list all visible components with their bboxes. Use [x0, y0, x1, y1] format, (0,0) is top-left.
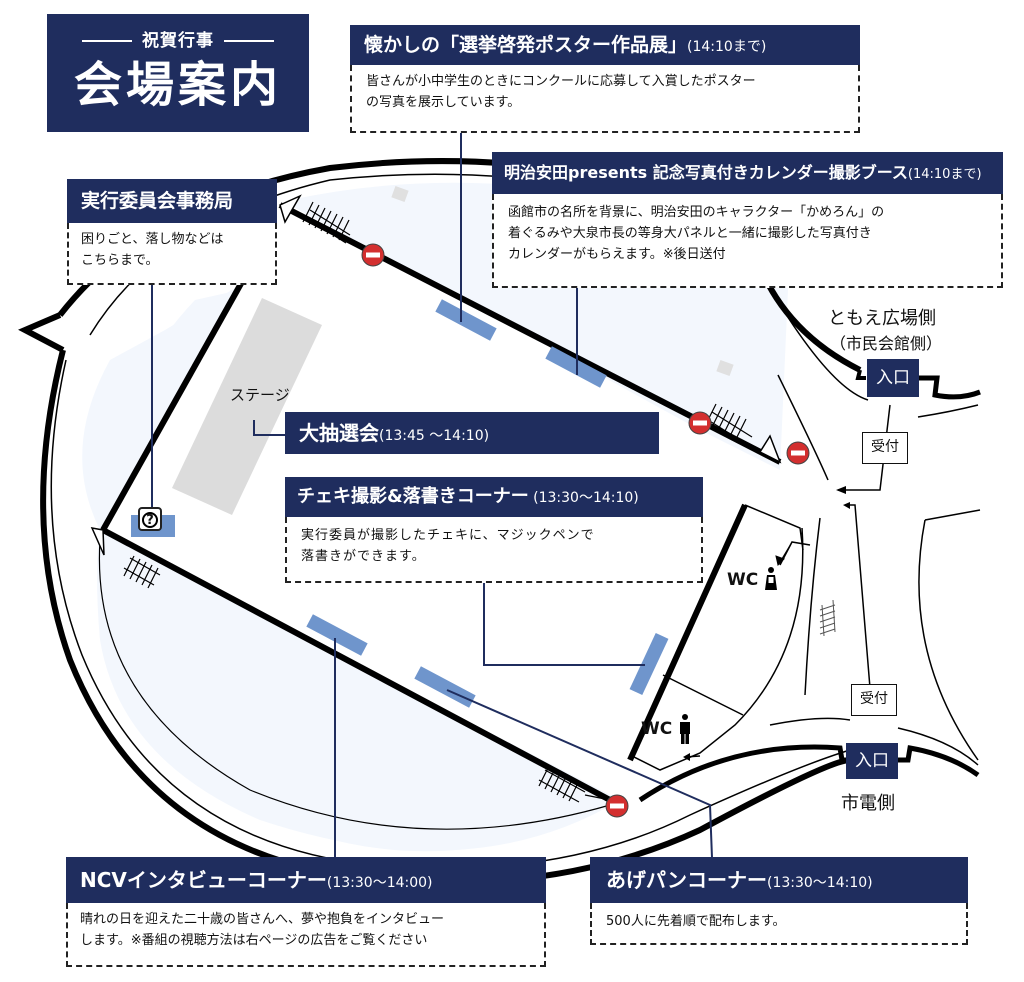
event-lottery: 大抽選会(13:45 ～14:10) [285, 412, 659, 454]
event-time: (13:45 ～14:10) [379, 428, 490, 444]
entrance-tomoe: 入口 [867, 359, 919, 397]
no-entry-icons [361, 243, 810, 818]
title-subtitle: 祝賀行事 [142, 31, 214, 51]
event-desc: こちらまで。 [81, 253, 159, 268]
event-calendar: 明治安田presents 記念写真付きカレンダー撮影ブース(14:10まで) 函… [492, 152, 1003, 288]
event-desc: 着ぐるみや大泉市長の等身大パネルと一緒に撮影した写真付き [508, 226, 872, 241]
wc-men: WC [641, 713, 692, 745]
event-title: NCVインタビューコーナー [80, 868, 327, 892]
event-desc: 函館市の名所を背景に、明治安田のキャラクター「かめろん」の [508, 205, 885, 220]
event-cheki: チェキ撮影&落書きコーナー (13:30～14:10) 実行委員が撮影したチェキ… [285, 477, 703, 583]
reception-tomoe: 受付 [862, 432, 908, 464]
civic-hall-side-label: （市民会館側） [830, 334, 943, 353]
event-time: (14:10まで) [687, 39, 767, 55]
stage-area [172, 298, 322, 515]
event-desc: 落書きができます。 [301, 549, 426, 564]
wc-women: WC [727, 566, 778, 594]
title-main: 会場案内 [73, 57, 282, 113]
wc-label: WC [641, 719, 673, 739]
female-icon [765, 567, 778, 590]
event-desc: カレンダーがもらえます。※後日送付 [508, 247, 726, 262]
event-desc: の写真を展示しています。 [366, 95, 521, 110]
event-desc: 困りごと、落し物などは [81, 232, 224, 247]
event-time: (13:30～14:10) [767, 875, 873, 891]
event-agepan: あげパンコーナー(13:30～14:10) 500人に先着順で配布します。 [590, 857, 968, 945]
streetcar-side-label: 市電側 [841, 793, 895, 814]
hall-wall-right [627, 503, 748, 762]
reception-streetcar: 受付 [851, 684, 897, 716]
info-desk-icon: ? [138, 507, 162, 531]
hall-wall-left [100, 278, 246, 532]
event-title: 懐かしの「選挙啓発ポスター作品展」 [364, 34, 688, 56]
event-desc: 皆さんが小中学生のときにコンクールに応募して入賞したポスター [366, 74, 756, 89]
event-desc: 実行委員が撮影したチェキに、マジックペンで [301, 528, 595, 543]
event-time: (13:30～14:00) [326, 875, 433, 891]
event-time: (13:30～14:10) [528, 490, 639, 506]
entrance-streetcar: 入口 [846, 743, 898, 779]
event-poster: 懐かしの「選挙啓発ポスター作品展」(14:10まで) 皆さんが小中学生のときにコ… [350, 25, 860, 133]
stage-label: ステージ [230, 386, 290, 404]
event-desc: します。※番組の視聴方法は右ページの広告をご覧ください [80, 933, 428, 948]
event-ncv: NCVインタビューコーナー(13:30～14:00) 晴れの日を迎えた二十歳の皆… [66, 857, 546, 967]
leader-lines [151, 132, 713, 859]
hall-wall-lower [101, 527, 612, 803]
tomoe-side-label: ともえ広場側 [828, 308, 936, 329]
page-title: 祝賀行事 会場案内 [47, 14, 309, 132]
event-title: 大抽選会 [299, 421, 379, 445]
event-title: あげパンコーナー [606, 868, 767, 892]
event-title: 実行委員会事務局 [81, 190, 234, 212]
event-title: 明治安田presents 記念写真付きカレンダー撮影ブース [504, 163, 908, 182]
event-desc: 晴れの日を迎えた二十歳の皆さんへ、夢や抱負をインタビュー [80, 912, 445, 927]
question-mark: ? [142, 512, 158, 528]
event-time: (14:10まで) [907, 167, 982, 182]
event-title: チェキ撮影&落書きコーナー [297, 486, 529, 507]
male-icon [680, 714, 691, 744]
event-desc: 500人に先着順で配布します。 [606, 914, 786, 929]
wc-label: WC [727, 570, 759, 590]
stairs-icon [302, 201, 351, 244]
event-office: 実行委員会事務局 困りごと、落し物などは こちらまで。 [67, 179, 277, 285]
